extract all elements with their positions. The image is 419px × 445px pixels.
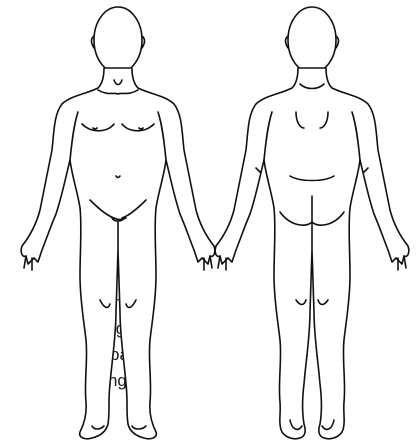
front-head bbox=[94, 7, 142, 73]
back-body-outline bbox=[215, 68, 409, 439]
human-body-back-icon bbox=[215, 7, 409, 439]
human-body-front-icon bbox=[21, 7, 215, 439]
front-body-outline bbox=[21, 68, 215, 439]
back-head bbox=[288, 7, 336, 73]
